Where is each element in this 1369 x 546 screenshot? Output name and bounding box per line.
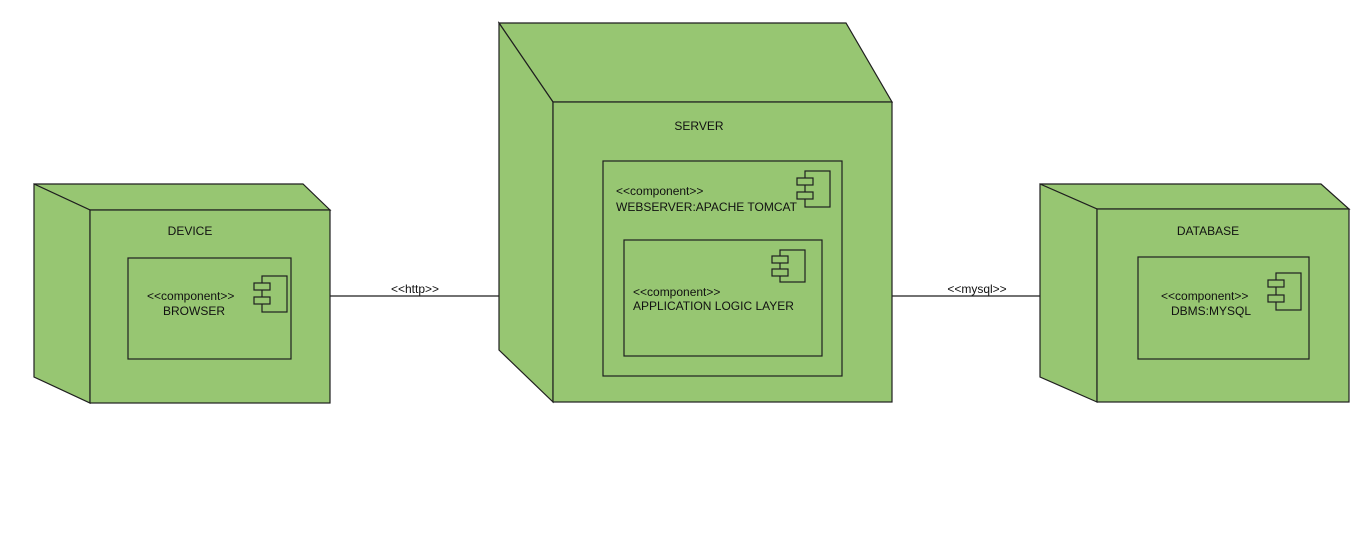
dbms-component[interactable]: <<component>> DBMS:MYSQL	[1137, 256, 1310, 360]
device-node[interactable]: DEVICE <<component>> BROWSER	[33, 183, 332, 404]
server-node-title: SERVER	[674, 119, 723, 133]
connection-device-server: <<http>>	[330, 282, 499, 297]
connection-label-mysql: <<mysql>>	[947, 282, 1006, 296]
server-node[interactable]: SERVER <<component>> WEBSERVER:APACHE TO…	[497, 21, 894, 404]
database-node-title: DATABASE	[1177, 224, 1239, 238]
browser-component-name: BROWSER	[163, 304, 225, 318]
server-node-top	[497, 22, 894, 103]
webserver-component-name: WEBSERVER:APACHE TOMCAT	[616, 200, 798, 214]
application-logic-component[interactable]: <<component>> APPLICATION LOGIC LAYER	[623, 239, 823, 357]
browser-component-stereotype: <<component>>	[147, 289, 234, 303]
database-node-side	[1039, 183, 1098, 403]
dbms-component-name: DBMS:MYSQL	[1171, 304, 1251, 318]
component-icon	[771, 249, 806, 283]
connection-label-http: <<http>>	[391, 282, 439, 296]
dbms-component-stereotype: <<component>>	[1161, 289, 1248, 303]
browser-component[interactable]: <<component>> BROWSER	[127, 257, 292, 360]
component-icon	[1267, 272, 1302, 311]
webserver-component[interactable]: <<component>> WEBSERVER:APACHE TOMCAT <<…	[602, 160, 843, 377]
device-node-side	[33, 183, 91, 404]
application-logic-component-name: APPLICATION LOGIC LAYER	[633, 299, 794, 313]
database-node[interactable]: DATABASE <<component>> DBMS:MYSQL	[1039, 183, 1351, 403]
application-logic-component-stereotype: <<component>>	[633, 285, 720, 299]
connection-server-database: <<mysql>>	[892, 282, 1040, 297]
webserver-component-stereotype: <<component>>	[616, 184, 703, 198]
component-icon	[796, 170, 831, 208]
component-icon	[253, 275, 288, 313]
device-node-title: DEVICE	[168, 224, 213, 238]
